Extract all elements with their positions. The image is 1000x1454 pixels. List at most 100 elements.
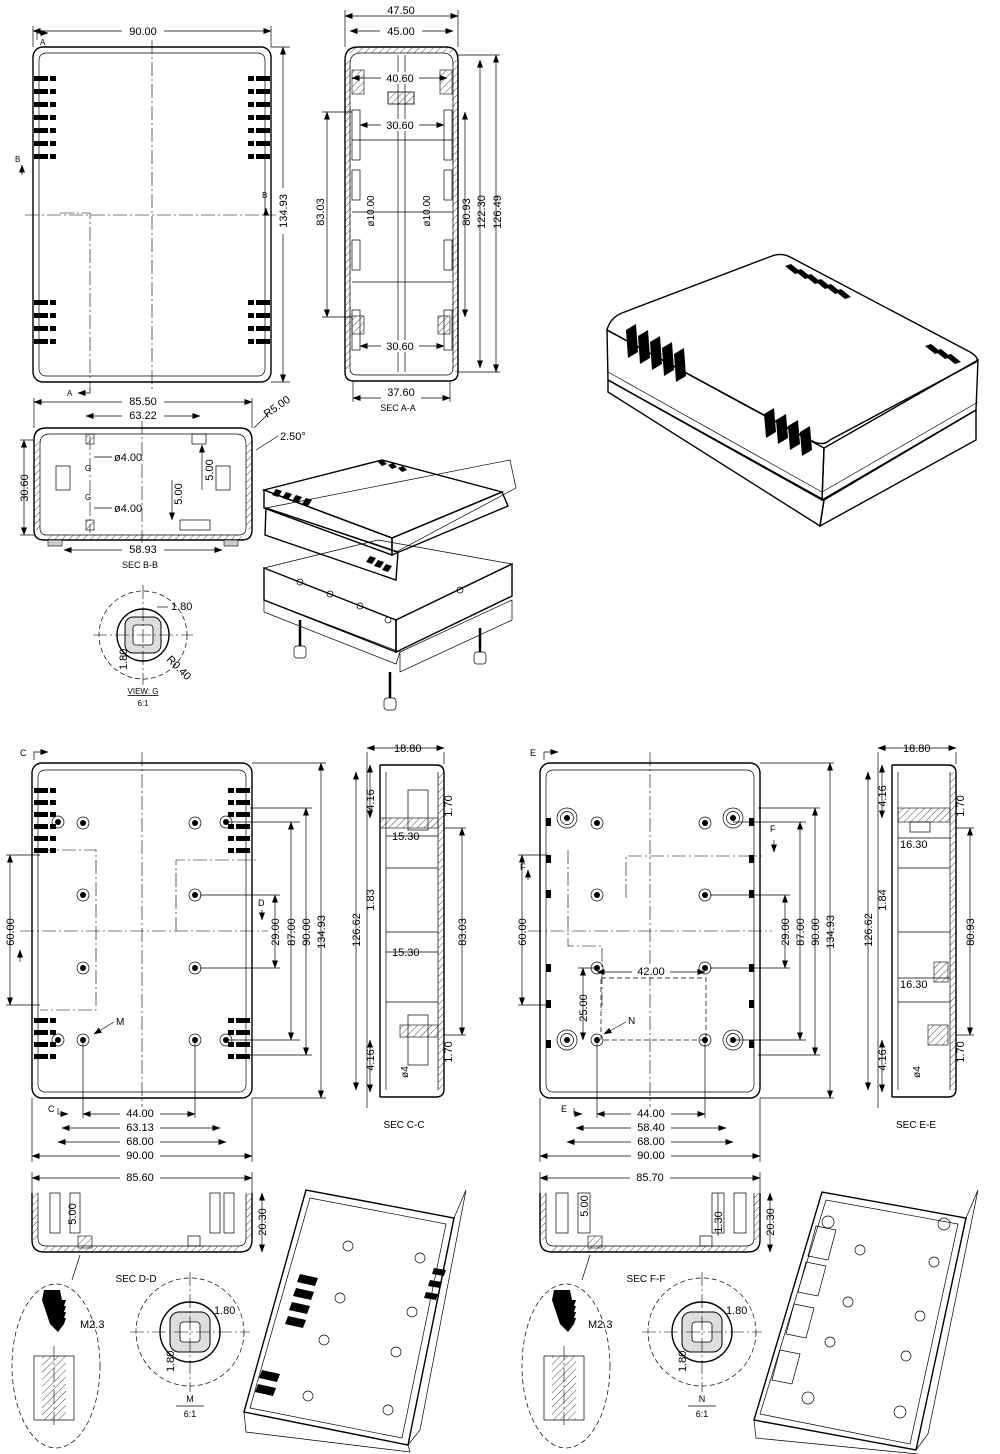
- bottom-view-c: 29.00 87.00 90.00 134.93 60.00 44.00 63.…: [5, 748, 328, 1162]
- view-m-label: M: [186, 1394, 194, 1404]
- view-m-scale: 6:1: [184, 1409, 197, 1419]
- screw-3: [383, 672, 397, 711]
- section-label-f-f: SEC F-F: [627, 1274, 666, 1285]
- section-mark-d: D: [258, 898, 265, 908]
- base-isometric-view-2: [753, 1189, 979, 1454]
- dim-r5-00: R5.00: [262, 394, 293, 421]
- e-dim-60-00: 60.00: [517, 918, 529, 946]
- view-g-scale: 6:1: [137, 699, 149, 708]
- sec-cc-width: 18.80: [394, 743, 422, 755]
- section-mark-e-bottom: E: [561, 1104, 567, 1114]
- sec-ee-4-16-a: 4.16: [877, 785, 889, 806]
- view-m-dim-1-80-a: 1.80: [214, 1305, 235, 1317]
- dim-37-60: 37.60: [387, 387, 415, 399]
- dim-85-50: 85.50: [129, 396, 157, 408]
- dim-width-90: 90.00: [129, 26, 157, 38]
- section-label-b-b: SEC B-B: [122, 560, 158, 570]
- e-dim-90-00-v: 90.00: [810, 918, 822, 946]
- section-a-a: 47.50 45.00 40.60 30.60 30.60 83.03 ø10.…: [315, 5, 504, 413]
- dim-5-00-b: 5.00: [204, 459, 216, 480]
- screw-detail-f: M2.3: [521, 1283, 612, 1449]
- vent-slots-top-left: [34, 76, 56, 159]
- section-mark-f-right: F: [770, 824, 776, 834]
- section-mark-e-top: E: [530, 748, 536, 758]
- section-label-a-a: SEC A-A: [380, 403, 416, 413]
- screw-1: [293, 620, 307, 659]
- sec-cc-15-30-b: 15.30: [392, 947, 420, 959]
- dim-63-22: 63.22: [129, 410, 157, 422]
- dim-angle-2-50: 2.50°: [280, 431, 306, 443]
- dia-4-00-a: ø4.00: [114, 452, 142, 464]
- sec-ee-dia-4: ø4: [912, 1066, 923, 1078]
- dim-5-00-a: 5.00: [173, 483, 185, 504]
- section-d-d: 85.60 5.00 20.30 SEC D-D: [31, 1171, 269, 1285]
- sec-cc-1-83: 1.83: [365, 889, 377, 910]
- section-mark-b-right: B: [262, 191, 267, 200]
- sec-ee-1-84: 1.84: [877, 889, 889, 910]
- dim-134-93: 134.93: [316, 915, 328, 949]
- dim-30-60-a: 30.60: [386, 120, 414, 132]
- screw-size-f: M2.3: [588, 1319, 612, 1331]
- e-dim-87-00: 87.00: [795, 918, 807, 946]
- sec-ee-16-30-a: 16.30: [900, 839, 928, 851]
- sec-ee-80-93: 80.93: [965, 918, 977, 946]
- hole-dia-a: ø10.00: [366, 195, 377, 227]
- dia-4-00-b: ø4.00: [114, 503, 142, 515]
- dim-122-30: 122.30: [476, 195, 488, 229]
- vent-slots-left-c: [34, 788, 56, 1059]
- section-e-e: 18.80 4.16 1.70 16.30 1.84 16.30 4.16 1.…: [863, 743, 977, 1131]
- screw-2: [473, 628, 487, 665]
- sec-ee-4-16-b: 4.16: [877, 1049, 889, 1070]
- vent-slots-bottom-right: [248, 300, 270, 344]
- e-dim-44-00: 44.00: [637, 1108, 665, 1120]
- e-dim-25-00: 25.00: [578, 994, 590, 1022]
- sec-ee-1-70-a: 1.70: [955, 795, 967, 816]
- marker-g-2: G: [85, 493, 91, 502]
- sec-ee-126-62: 126.62: [863, 913, 875, 947]
- dim-29-00: 29.00: [270, 918, 282, 946]
- sec-dd-5-00: 5.00: [67, 1203, 79, 1224]
- bottom-view-e: 29.00 87.00 90.00 134.93 60.00 25.00 42.…: [517, 748, 837, 1162]
- view-n-dim-1-80-a: 1.80: [726, 1305, 747, 1317]
- e-dim-68-00: 68.00: [637, 1136, 665, 1148]
- screw-detail-d: M2.3: [11, 1283, 104, 1449]
- sec-ee-1-70-b: 1.70: [955, 1041, 967, 1062]
- view-g-dim-r0-40: R0.40: [164, 654, 193, 683]
- sec-dd-20-30: 20.30: [257, 1208, 269, 1236]
- e-dim-90-00-h: 90.00: [637, 1150, 665, 1162]
- dim-126-49: 126.49: [492, 195, 504, 229]
- dim-68-00: 68.00: [126, 1136, 154, 1148]
- top-view: 90.00 134.93 A A B B: [15, 24, 290, 398]
- panel-2-base: 29.00 87.00 90.00 134.93 60.00 44.00 63.…: [5, 743, 469, 1453]
- detail-view-g: 1.80 1.80 R0.40 VIEW: G 6:1: [93, 585, 193, 708]
- dim-40-60: 40.60: [386, 73, 414, 85]
- detail-marker-n: N: [628, 1016, 635, 1027]
- base-isometric-view: [243, 1189, 467, 1453]
- dim-45-00: 45.00: [387, 26, 415, 38]
- section-c-c: 18.80 4.16 1.70 15.30 1.83 15.30 4.16 1.…: [351, 743, 469, 1131]
- dim-83-03: 83.03: [315, 198, 327, 226]
- sec-ee-width: 18.80: [903, 743, 931, 755]
- exploded-isometric-view: [261, 459, 517, 711]
- sec-cc-1-70-b: 1.70: [443, 1041, 455, 1062]
- detail-view-n: 1.80 1.80 N 6:1: [642, 1272, 762, 1419]
- sec-dd-width: 85.60: [126, 1172, 154, 1184]
- dim-80-93: 80.93: [461, 198, 473, 226]
- view-g-dim-1-80-b: 1.80: [118, 649, 130, 670]
- panel-3-base-variant: 29.00 87.00 90.00 134.93 60.00 25.00 42.…: [517, 743, 979, 1454]
- view-g-dim-1-80-a: 1.80: [171, 601, 192, 613]
- assembled-isometric-view: [606, 253, 979, 528]
- detail-marker-m: M: [116, 1017, 124, 1028]
- section-label-c-c: SEC C-C: [383, 1120, 424, 1131]
- detail-view-m: 1.80 1.80 M 6:1: [130, 1272, 250, 1419]
- sec-cc-4-16-a: 4.16: [365, 789, 377, 810]
- section-b-b: 85.50 63.22 R5.00 2.50° 30.60 ø4.00 ø4.0…: [19, 394, 306, 570]
- dim-90-00-h: 90.00: [126, 1150, 154, 1162]
- dim-47-50: 47.50: [387, 5, 415, 17]
- dim-58-93: 58.93: [129, 544, 157, 556]
- view-n-label: N: [699, 1394, 706, 1404]
- dim-30-60-b: 30.60: [386, 341, 414, 353]
- e-dim-134-93: 134.93: [825, 915, 837, 949]
- screw-size-d: M2.3: [80, 1319, 104, 1331]
- e-dim-58-40: 58.40: [637, 1122, 665, 1134]
